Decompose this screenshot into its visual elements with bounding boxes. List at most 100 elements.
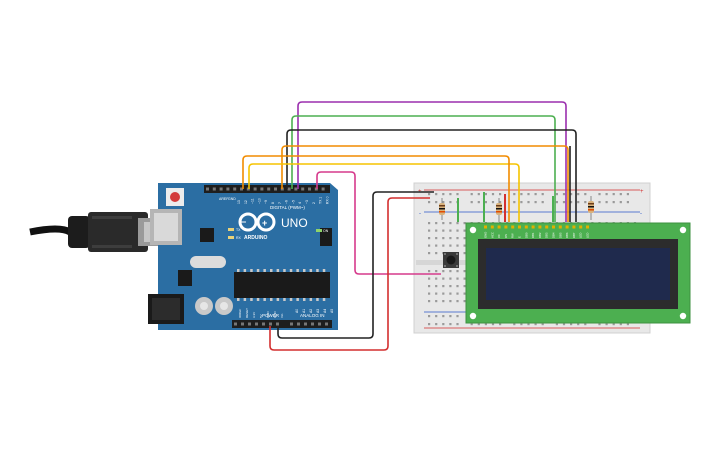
wire-yellow[interactable] [248,163,520,222]
rail-hole[interactable] [513,323,516,326]
lcd-pin[interactable] [586,225,589,229]
terminal-hole[interactable] [463,244,466,247]
wire-orange-long[interactable] [281,145,569,222]
rail-hole[interactable] [428,193,431,196]
rail-hole[interactable] [626,323,629,326]
rail-hole[interactable] [435,315,438,318]
wire-red-5v[interactable] [269,197,430,351]
terminal-hole[interactable] [449,300,452,303]
header-pin[interactable] [248,322,251,326]
rail-hole[interactable] [520,323,523,326]
rail-hole[interactable] [477,193,480,196]
rail-hole[interactable] [428,323,431,326]
header-pin[interactable] [233,187,237,191]
terminal-hole[interactable] [435,300,438,303]
push-button[interactable] [443,252,459,268]
terminal-hole[interactable] [442,300,445,303]
rail-hole[interactable] [513,201,516,204]
rail-hole[interactable] [577,201,580,204]
resistor-3[interactable] [588,196,594,220]
wire-black-gnd[interactable] [277,191,434,339]
rail-hole[interactable] [534,193,537,196]
rail-hole[interactable] [555,323,558,326]
lcd-pin[interactable] [531,225,535,229]
header-pin[interactable] [274,187,277,191]
rail-hole[interactable] [477,201,480,204]
rail-hole[interactable] [456,193,459,196]
rail-hole[interactable] [435,193,438,196]
terminal-hole[interactable] [435,277,438,280]
header-pin[interactable] [301,187,305,191]
rail-hole[interactable] [555,201,558,204]
header-pin[interactable] [212,187,216,191]
rail-hole[interactable] [484,193,487,196]
terminal-hole[interactable] [456,277,459,280]
rail-hole[interactable] [605,193,608,196]
lcd-pin[interactable] [572,225,576,229]
header-pin[interactable] [287,187,291,191]
terminal-hole[interactable] [463,237,466,240]
rail-hole[interactable] [619,201,622,204]
header-pin[interactable] [318,322,321,326]
terminal-hole[interactable] [449,285,452,288]
rail-hole[interactable] [491,201,495,204]
wire-green[interactable] [291,115,556,222]
terminal-hole[interactable] [463,292,466,295]
terminal-hole[interactable] [442,222,445,225]
lcd-pin[interactable] [504,225,508,229]
terminal-hole[interactable] [456,229,459,232]
terminal-hole[interactable] [456,222,459,225]
lcd-pin[interactable] [579,225,583,229]
lcd-pin[interactable] [538,225,542,229]
terminal-hole[interactable] [442,270,445,273]
header-pin[interactable] [321,187,325,191]
rail-hole[interactable] [584,323,587,326]
terminal-hole[interactable] [456,292,459,295]
terminal-hole[interactable] [449,222,452,225]
rail-hole[interactable] [577,193,580,196]
rail-hole[interactable] [570,201,573,204]
header-pin[interactable] [262,322,265,326]
rail-hole[interactable] [562,323,566,326]
terminal-hole[interactable] [442,292,445,295]
lcd-pin[interactable] [490,225,494,229]
terminal-hole[interactable] [435,285,438,288]
rail-hole[interactable] [584,201,587,204]
rail-hole[interactable] [520,193,523,196]
terminal-hole[interactable] [456,244,459,247]
terminal-hole[interactable] [463,222,466,225]
rail-hole[interactable] [456,315,459,318]
lcd-pin[interactable] [524,225,528,229]
terminal-hole[interactable] [435,270,438,273]
rail-hole[interactable] [491,323,495,326]
terminal-hole[interactable] [463,285,466,288]
terminal-hole[interactable] [463,270,466,273]
rail-hole[interactable] [605,201,608,204]
rail-hole[interactable] [470,201,473,204]
header-pin[interactable] [269,322,272,326]
terminal-hole[interactable] [463,252,466,255]
rail-hole[interactable] [626,193,629,196]
header-pin[interactable] [241,322,244,326]
header-pin[interactable] [276,322,279,326]
header-pin[interactable] [311,322,314,326]
rail-hole[interactable] [562,193,566,196]
terminal-hole[interactable] [442,285,445,288]
header-pin[interactable] [308,187,311,191]
rail-hole[interactable] [491,193,495,196]
terminal-hole[interactable] [463,229,466,232]
header-pin[interactable] [240,187,243,191]
arduino-uno-board[interactable]: − + UNO ARDUINO DIGITAL (PWM~) ANALOG IN… [148,183,338,330]
header-pin[interactable] [297,322,300,326]
lcd-pin[interactable] [484,225,487,229]
terminal-hole[interactable] [463,300,466,303]
rail-hole[interactable] [605,323,608,326]
rail-hole[interactable] [584,193,587,196]
rail-hole[interactable] [570,193,573,196]
terminal-hole[interactable] [449,277,452,280]
terminal-hole[interactable] [442,244,445,247]
rail-hole[interactable] [513,193,516,196]
terminal-hole[interactable] [435,222,438,225]
terminal-hole[interactable] [456,300,459,303]
